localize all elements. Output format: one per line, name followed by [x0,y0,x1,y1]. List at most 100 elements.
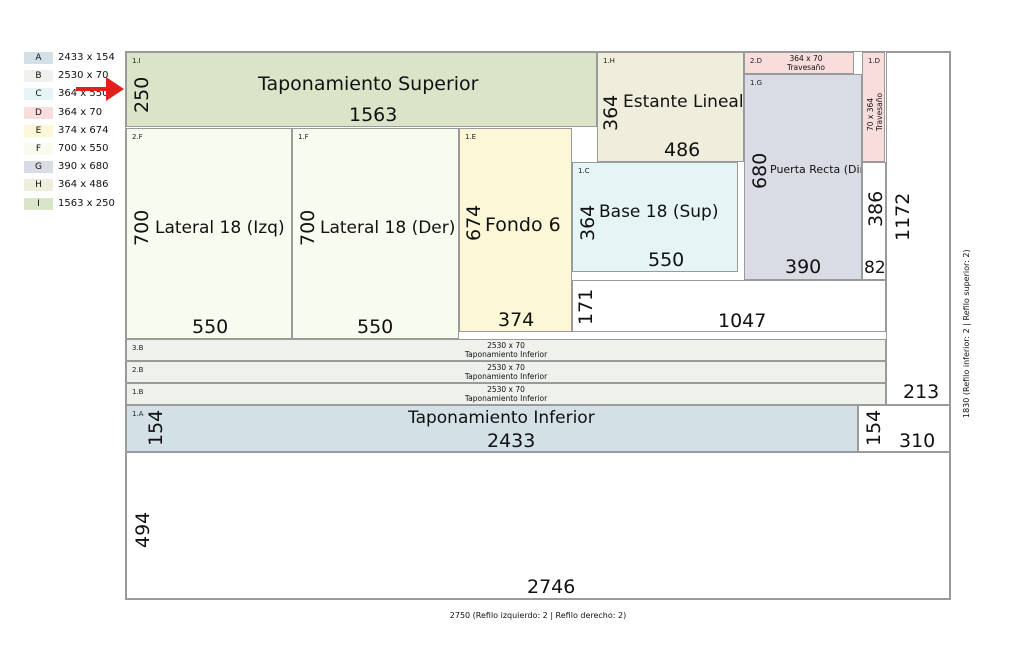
piece-tag: 1.H [603,57,615,65]
piece-tag: 1.B [132,388,144,396]
waste-height: 171 [575,288,597,325]
legend-dims: 2433 x 154 [58,52,115,63]
legend-dims: 1563 x 250 [58,197,115,209]
red-arrow-icon [76,77,124,101]
board-width-label: 2750 (Refilo izquierdo: 2 | Refilo derec… [449,611,627,620]
piece-name: Taponamiento Inferior [464,394,548,403]
piece-height: 250 [131,76,153,113]
piece-1G[interactable]: 1.G Puerta Recta (Dir) 390 680 [744,74,862,280]
waste-width: 82 [864,258,886,278]
piece-name: Taponamiento Inferior [464,372,548,381]
piece-tag: 1.I [132,57,141,65]
legend-dims: 364 x 550 [58,88,109,100]
waste-width: 1047 [718,310,767,332]
piece-tag: 3.B [132,344,144,352]
waste-height: 154 [863,409,885,446]
piece-name: Lateral 18 (Der) [320,218,456,238]
piece-name: Puerta Recta (Dir) [770,163,862,176]
cutting-board: 1.I Taponamiento Superior 1563 250 1.H E… [125,51,951,600]
piece-1D[interactable]: 1.D 70 x 364 Travesaño [862,52,885,162]
piece-1F[interactable]: 1.F Lateral 18 (Der) 550 700 [292,128,459,339]
piece-width: 2433 [487,430,536,452]
piece-2F[interactable]: 2.F Lateral 18 (Izq) 550 700 [126,128,292,339]
piece-3B[interactable]: 3.B 2530 x 70 Taponamiento Inferior [126,339,886,361]
legend-item: G 390 x 680 [24,160,124,178]
piece-name: Travesaño [786,63,826,72]
piece-height: 680 [749,152,771,189]
legend-item: C 364 x 550 [24,87,124,105]
piece-tag: 2.B [132,366,144,374]
piece-tag: 1.C [578,167,590,175]
piece-1E[interactable]: 1.E Fondo 6 374 674 [459,128,572,332]
piece-width: 390 [785,256,822,278]
piece-name: Lateral 18 (Izq) [155,218,285,238]
piece-1B[interactable]: 1.B 2530 x 70 Taponamiento Inferior [126,383,886,405]
legend-item: H 364 x 486 [24,178,124,196]
waste-494x2746: 494 2746 [126,452,950,599]
piece-height: 154 [145,409,167,446]
piece-width: 486 [664,139,701,161]
legend-dims: 700 x 550 [58,142,109,154]
piece-height: 674 [463,204,485,241]
piece-height: 700 [297,209,319,246]
piece-width: 374 [498,309,535,331]
legend-item: B 2530 x 70 [24,69,124,87]
piece-width: 550 [192,316,229,338]
piece-name: Base 18 (Sup) [599,202,719,222]
piece-dims: 70 x 364 [866,97,875,131]
legend-dims: 390 x 680 [58,161,109,173]
legend-dims: 364 x 486 [58,179,109,191]
piece-1A[interactable]: 1.A Taponamiento Inferior 2433 154 [126,405,858,452]
legend-swatch: G [24,161,53,174]
piece-2D[interactable]: 2.D 364 x 70 Travesaño [744,52,854,74]
piece-name: Taponamiento Superior [258,73,479,95]
piece-width: 1563 [349,104,398,126]
legend-swatch: D [24,106,53,119]
waste-height: 1172 [892,192,914,241]
piece-2B[interactable]: 2.B 2530 x 70 Taponamiento Inferior [126,361,886,383]
legend-swatch: C [24,88,53,101]
waste-width: 213 [903,381,940,403]
legend-dims: 374 x 674 [58,124,109,136]
piece-height: 364 [600,94,622,131]
piece-height: 700 [131,209,153,246]
legend-item: A 2433 x 154 [24,51,124,69]
piece-tag: 2.F [132,133,143,141]
board-height-label: 1830 (Refilo inferior: 2 | Refilo superi… [962,249,971,418]
piece-1H[interactable]: 1.H Estante Lineal 486 364 [597,52,744,162]
legend-dims: 364 x 70 [58,106,103,118]
waste-width: 2746 [527,576,576,598]
piece-tag: 1.A [132,410,144,418]
legend-item: I 1563 x 250 [24,197,124,215]
waste-171x1047: 171 1047 [572,280,886,332]
piece-dims: 2530 x 70 [487,363,525,372]
legend-swatch: H [24,179,53,192]
piece-tag: 1.G [750,79,763,87]
waste-386x82: 386 82 [862,162,886,280]
waste-154x310: 154 310 [858,405,950,452]
waste-height: 386 [865,190,886,227]
piece-name: Fondo 6 [485,214,561,236]
piece-name: Taponamiento Inferior [464,350,548,359]
piece-dims: 2530 x 70 [487,385,525,394]
piece-name: Taponamiento Inferior [408,408,595,428]
waste-1172x213: 1172 213 [886,52,950,405]
legend-item: E 374 x 674 [24,124,124,142]
piece-1C[interactable]: 1.C Base 18 (Sup) 550 364 [572,162,738,272]
piece-name: Estante Lineal [623,92,744,112]
piece-width: 550 [357,316,394,338]
legend-swatch: A [24,52,53,64]
piece-dims: 364 x 70 [789,54,823,63]
piece-tag: 1.E [465,133,477,141]
legend-swatch: E [24,124,53,137]
legend-item: D 364 x 70 [24,106,124,124]
piece-1I[interactable]: 1.I Taponamiento Superior 1563 250 [126,52,597,127]
piece-tag: 1.F [298,133,309,141]
legend-dims: 2530 x 70 [58,70,109,82]
legend-swatch: B [24,70,53,83]
waste-height: 494 [132,511,154,548]
waste-width: 310 [899,430,936,452]
legend-swatch: I [24,197,53,210]
piece-name: Travesaño [875,92,884,131]
